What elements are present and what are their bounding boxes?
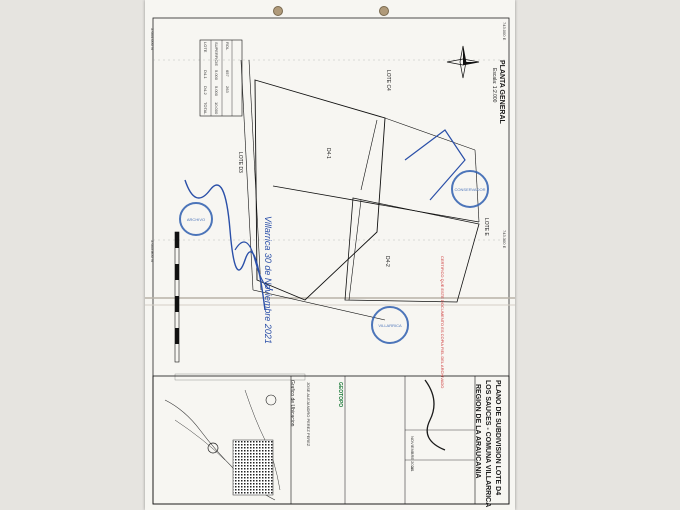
coordinate-label-1: 5.644.000 N	[150, 28, 155, 50]
table-cell: D4-1	[203, 70, 208, 79]
title-line-3: REGION DE LA ARAUCANIA	[474, 384, 481, 479]
plan-scale: Escala: 1:2.000	[491, 68, 497, 103]
title-line-1: PLANO DE SUBDIVISION LOTE D4	[494, 380, 501, 496]
lot-d3-label: LOTE D3	[237, 152, 243, 173]
subdivision-plan-drawing	[145, 17, 515, 505]
title-line-2: LOS SAUCES - COMUNA VILLARRICA	[484, 380, 491, 508]
table-header-rol: ROL	[225, 42, 230, 51]
table-cell: D4-2	[203, 86, 208, 95]
table-cell: 263	[225, 86, 230, 93]
coordinate-label-3: 743.300 E	[502, 230, 507, 249]
coordinate-label-2: 743.000 E	[502, 22, 507, 41]
lot-e-label: LOTE E	[483, 218, 489, 236]
table-cell: 5.000	[214, 70, 219, 81]
punch-hole-left	[273, 6, 283, 16]
table-cell: 10.000	[214, 102, 219, 115]
official-stamp-3: ARCHIVO	[179, 202, 213, 236]
location-map	[164, 389, 281, 501]
handwritten-signature: Villarrica 30 de Noviembre 2021	[263, 216, 273, 344]
sheet-number: 1/1	[410, 466, 415, 472]
official-stamp-2: VILLARRICA	[371, 306, 409, 344]
table-header-lote: LOTE	[203, 42, 208, 53]
table-cell: TOTAL	[203, 102, 208, 115]
punch-hole-right	[379, 6, 389, 16]
parcel-d4-2-label: D4-2	[384, 256, 390, 267]
owner-name: JOSE ALEJANDRO PEREZ PEREZ	[306, 382, 311, 447]
parcel-d4-1-label: D4-1	[325, 148, 331, 159]
table-cell: 657	[225, 70, 230, 77]
coordinate-label-4: 5.643.800 N	[150, 240, 155, 262]
table-cell: 5.000	[214, 86, 219, 97]
location-map-label: Grafico de Ubicacion	[289, 380, 295, 427]
company-logo-text: GEOTOPO	[337, 382, 343, 408]
plan-title: PLANTA GENERAL	[498, 60, 505, 124]
certification-note: CERTIFICO QUE ESTE DOCUMENTO ES COPIA FI…	[440, 256, 445, 389]
table-header-superficie: SUPERFICIE	[214, 42, 219, 67]
plan-sheet: PLANTA GENERAL Escala: 1:2.000 LOTE C4 L…	[145, 0, 515, 510]
plan-date: NOVIEMBRE 2020	[410, 436, 415, 471]
lot-c4-label: LOTE C4	[385, 70, 391, 91]
official-stamp-1: CONSERVADOR	[451, 170, 489, 208]
